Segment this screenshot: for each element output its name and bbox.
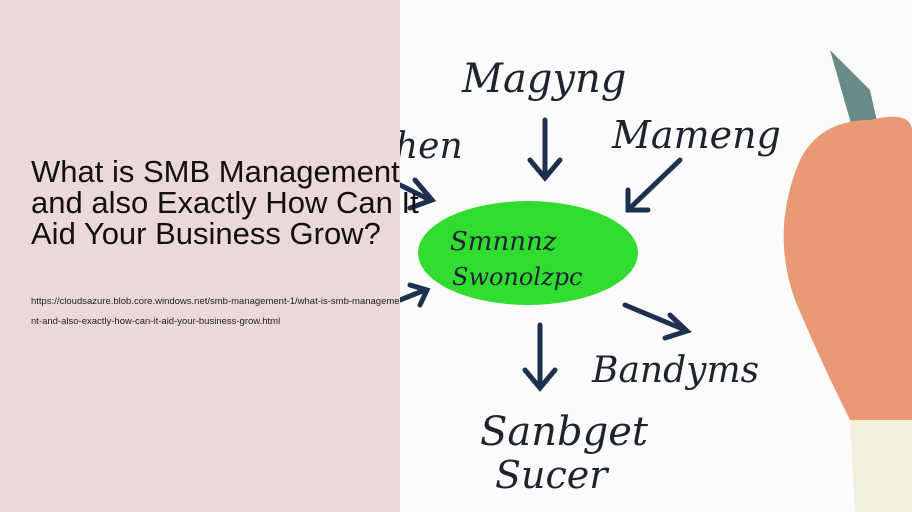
word-sucer: Sucer — [495, 453, 610, 497]
word-sanbget: Sanbget — [480, 409, 649, 455]
word-hen: hen — [400, 126, 463, 167]
word-center-1: Smnnnz — [450, 227, 557, 257]
word-mameng: Mameng — [611, 113, 781, 157]
word-bandyms: Bandyms — [591, 350, 759, 391]
page-title: What is SMB Management and also Exactly … — [31, 154, 419, 251]
mind-map-illustration: Magyng hen Mameng Smnnnz Swonolzpc Bandy… — [400, 50, 912, 512]
word-center-2: Swonolzpc — [452, 263, 582, 291]
article-url: https://cloudsazure.blob.core.windows.ne… — [31, 292, 401, 332]
center-bubble — [418, 201, 638, 305]
article-link[interactable]: https://cloudsazure.blob.core.windows.ne… — [31, 296, 400, 327]
arrow-icons — [400, 117, 692, 392]
hand-with-pen — [783, 50, 912, 512]
hero-image: Magyng hen Mameng Smnnnz Swonolzpc Bandy… — [400, 0, 912, 512]
word-magyng: Magyng — [461, 56, 626, 102]
